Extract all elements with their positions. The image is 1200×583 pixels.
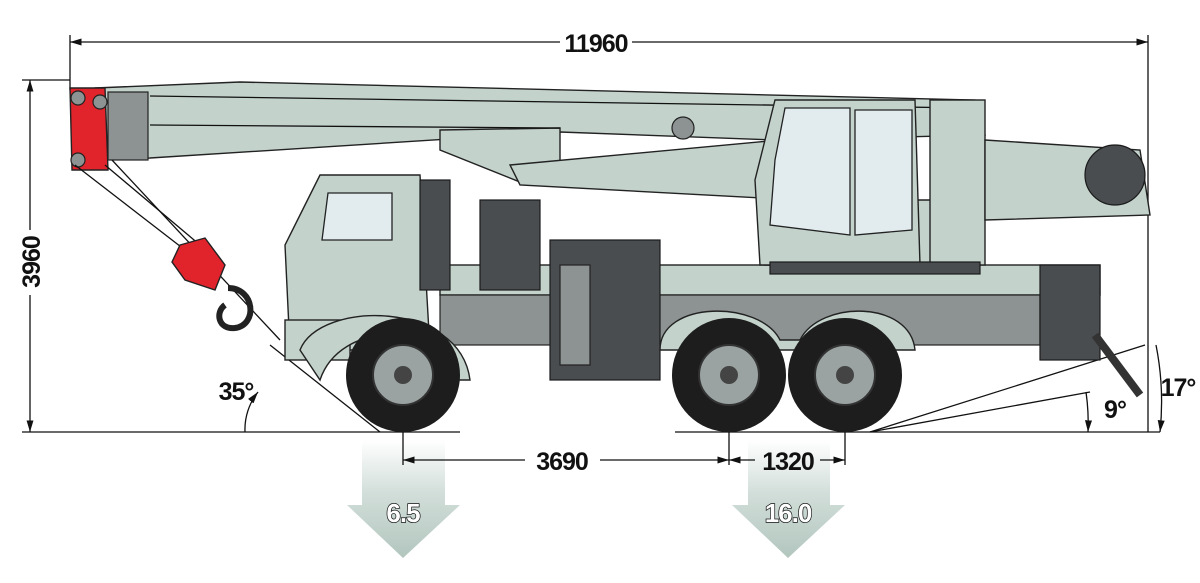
front-wheel <box>346 318 460 432</box>
boom-head <box>69 87 149 171</box>
overall-height-dimension <box>22 79 70 432</box>
telescopic-boom <box>94 81 986 201</box>
approach-angle-label: 35° <box>219 378 254 406</box>
front-axle-load-label: 6.5 <box>386 498 420 528</box>
departure-angle-high-label: 17° <box>1161 374 1196 402</box>
rear-axle-load-arrow <box>732 440 845 558</box>
wheelbase-dimension <box>402 432 846 465</box>
overall-height-label: 3960 <box>18 236 46 288</box>
wheelbase-front-label: 3690 <box>536 448 588 476</box>
departure-angle-low-label: 9° <box>1104 396 1126 424</box>
crane-operator-cab <box>754 99 1151 275</box>
rear-wheel-2 <box>788 318 902 432</box>
overall-length-dimension <box>69 35 1149 432</box>
overall-length-label: 11960 <box>564 30 627 58</box>
front-axle-load-arrow <box>347 440 460 558</box>
rear-axle-load-label: 16.0 <box>765 498 812 528</box>
wheelbase-rear-label: 1320 <box>762 448 814 476</box>
rear-wheel-1 <box>672 318 786 432</box>
hook-block <box>74 159 281 341</box>
